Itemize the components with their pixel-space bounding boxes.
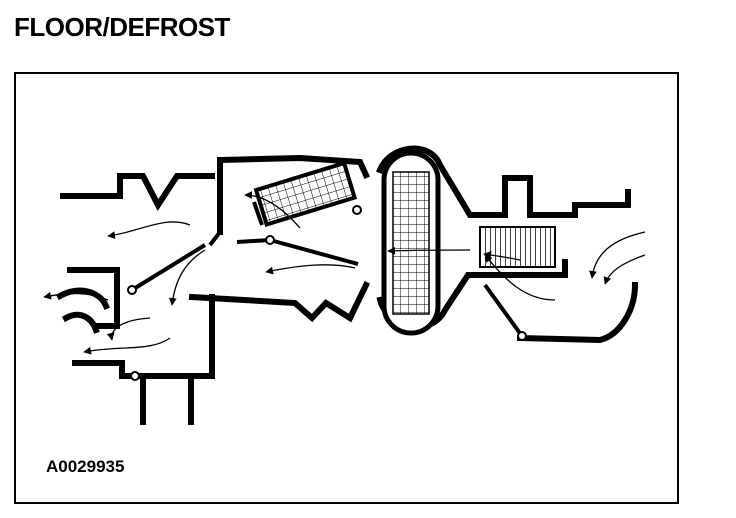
flow-outside xyxy=(483,251,521,261)
flow-left-down xyxy=(106,317,151,341)
flow-floor xyxy=(83,337,171,355)
doors xyxy=(130,201,524,378)
pivot-blend xyxy=(265,235,275,245)
flow-blower-in xyxy=(484,254,556,301)
flow-defrost-upper xyxy=(107,221,191,239)
blower-box xyxy=(502,175,533,218)
flow-recirc-1 xyxy=(589,231,646,279)
flow-heater xyxy=(265,264,356,275)
diagram-title: FLOOR/DEFROST xyxy=(14,12,230,42)
defrost-outlet-upper xyxy=(55,287,110,310)
figure-id: A0029935 xyxy=(46,457,125,476)
heater-core xyxy=(253,160,358,227)
blend-door xyxy=(269,238,359,266)
recirc-lower xyxy=(516,281,639,344)
left-mid-wall xyxy=(67,267,120,329)
defrost-door xyxy=(208,230,222,247)
flow-heater-up xyxy=(244,191,301,229)
door-pivots xyxy=(127,205,527,381)
evap-housing-upper xyxy=(376,145,508,218)
blend-door-upper xyxy=(236,238,271,244)
heater-door xyxy=(252,201,264,226)
upper-left-wall xyxy=(60,173,215,211)
flow-evap xyxy=(387,246,471,255)
flow-recirc-2 xyxy=(603,254,646,285)
defrost-outlet-lower xyxy=(61,311,100,334)
flow-defrost-outlet xyxy=(43,291,109,301)
blower-bottom xyxy=(477,259,568,278)
diagram-frame xyxy=(14,72,679,504)
pivot-floor xyxy=(130,371,140,381)
panel-door xyxy=(130,243,207,292)
pivot-panel xyxy=(127,285,137,295)
airflow-arrows xyxy=(43,191,646,355)
flow-center-down xyxy=(168,249,206,306)
pivot-recirc xyxy=(517,331,527,341)
center-divider xyxy=(188,280,371,323)
recirc-door xyxy=(483,283,524,338)
evaporator-core xyxy=(381,150,441,336)
blower-fins xyxy=(479,226,556,268)
pivot-defrost xyxy=(352,205,362,215)
blower-right-wall xyxy=(527,189,631,218)
